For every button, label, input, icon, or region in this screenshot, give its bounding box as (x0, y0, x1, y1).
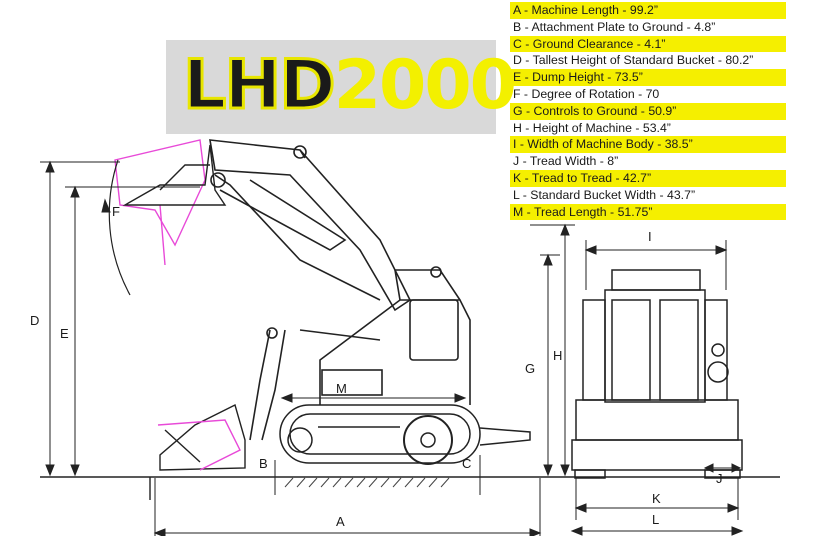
dim-label-k: K (652, 491, 661, 506)
bucket-lowered (159, 403, 246, 471)
bucket-raised (114, 139, 206, 266)
dimension-lines (40, 160, 744, 536)
dim-label-a: A (336, 514, 345, 529)
dim-label-d: D (30, 313, 40, 328)
dim-label-f: F (112, 204, 120, 219)
side-view-track (279, 404, 531, 465)
dim-label-h: H (553, 348, 563, 363)
spec-item-a: A - Machine Length - 99.2” (510, 2, 786, 19)
spec-item-j: J - Tread Width - 8” (513, 154, 619, 169)
dim-label-i: I (648, 229, 652, 244)
dim-label-g: G (525, 361, 536, 376)
bucket-raised-outline (108, 144, 227, 296)
side-view-body (299, 266, 471, 405)
spec-item-g: G - Controls to Ground - 50.9” (510, 102, 786, 120)
ground-hatch (284, 477, 450, 488)
dim-label-j: J (716, 471, 723, 486)
spec-item-h: H - Height of Machine - 53.4” (513, 120, 671, 135)
logo-backdrop (166, 40, 496, 134)
spec-item-m: M - Tread Length - 51.75” (510, 203, 786, 221)
front-view (571, 269, 743, 479)
ground-line (40, 476, 780, 500)
spec-item-b: B - Attachment Plate to Ground - 4.8” (513, 19, 716, 34)
dim-label-e: E (60, 326, 69, 341)
spec-list: A - Machine Length - 99.2” B - Attachmen… (510, 2, 786, 221)
dim-label-m: M (336, 381, 347, 396)
brand-logo: LHD2000 (182, 45, 517, 127)
bucket-lowered-pink (157, 419, 241, 471)
lift-arms (209, 139, 412, 441)
spec-item-i: I - Width of Machine Body - 38.5” (510, 136, 786, 154)
dim-label-c: C (462, 456, 472, 471)
spec-item-l: L - Standard Bucket Width - 43.7” (513, 187, 696, 202)
spec-item-e: E - Dump Height - 73.5” (510, 69, 786, 86)
spec-item-k: K - Tread to Tread - 42.7” (510, 169, 786, 187)
dim-label-b: B (259, 456, 268, 471)
dim-label-l: L (652, 512, 660, 527)
spec-item-c: C - Ground Clearance - 4.1” (510, 35, 786, 53)
spec-item-f: F - Degree of Rotation - 70 (513, 86, 660, 101)
spec-item-d: D - Tallest Height of Standard Bucket - … (513, 53, 754, 68)
